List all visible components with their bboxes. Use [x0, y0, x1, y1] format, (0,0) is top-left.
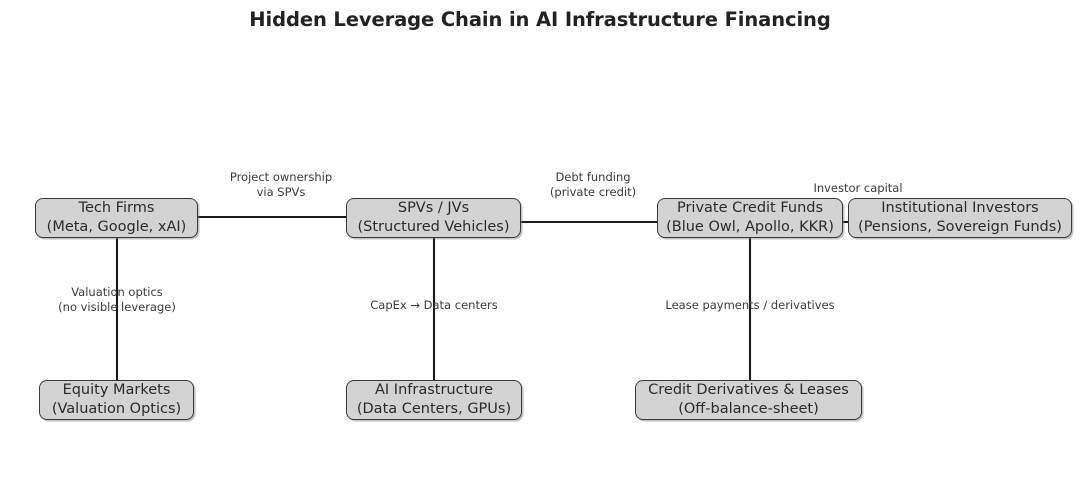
node-label-primary: Equity Markets — [62, 382, 171, 398]
edge-label-line2: (private credit) — [549, 184, 637, 199]
edge-label-spv-to-ai-infra: CapEx → Data centers — [370, 298, 498, 313]
node-label-secondary: (Pensions, Sovereign Funds) — [858, 219, 1062, 235]
node-tech-firms[interactable]: Tech Firms (Meta, Google, xAI) — [35, 198, 198, 238]
node-label-primary: SPVs / JVs — [397, 200, 470, 216]
node-label-primary: Tech Firms — [78, 200, 155, 216]
node-private-credit-funds[interactable]: Private Credit Funds (Blue Owl, Apollo, K… — [657, 198, 843, 238]
node-label-secondary: (Off-balance-sheet) — [678, 401, 819, 417]
edge-label-line1: Lease payments / derivatives — [665, 298, 835, 312]
node-label-secondary: (Blue Owl, Apollo, KKR) — [666, 219, 834, 235]
node-label-primary: Credit Derivatives & Leases — [648, 382, 849, 398]
edge-label-line1: Debt funding — [555, 170, 631, 184]
node-equity-markets[interactable]: Equity Markets (Valuation Optics) — [39, 380, 194, 420]
page-title: Hidden Leverage Chain in AI Infrastructu… — [249, 8, 831, 31]
edge-label-line1: Investor capital — [813, 181, 903, 195]
edge-label-line2: (no visible leverage) — [58, 299, 176, 314]
node-credit-derivatives[interactable]: Credit Derivatives & Leases (Off-balance-… — [635, 380, 862, 420]
node-label-primary: AI Infrastructure — [374, 382, 494, 398]
node-label-primary: Private Credit Funds — [676, 200, 824, 216]
node-label-secondary: (Meta, Google, xAI) — [46, 219, 187, 235]
edge-label-line2: via SPVs — [256, 184, 306, 199]
node-label-secondary: (Structured Vehicles) — [357, 219, 510, 235]
edge-label-line1: Valuation optics — [71, 285, 163, 299]
edge-label-tech-to-equity: Valuation optics(no visible leverage) — [58, 285, 176, 314]
node-label-primary: Institutional Investors — [881, 200, 1039, 216]
node-institutional-investors[interactable]: Institutional Investors (Pensions, Sovere… — [848, 198, 1072, 238]
edge-label-line1: CapEx → Data centers — [370, 298, 498, 312]
edge-label-spv-to-private-credit: Debt funding(private credit) — [550, 170, 636, 199]
edge-label-private-credit-to-investors: Investor capital — [813, 181, 902, 196]
edge-label-line1: Project ownership — [229, 170, 333, 184]
node-ai-infrastructure[interactable]: AI Infrastructure (Data Centers, GPUs) — [346, 380, 522, 420]
node-spvs-jvs[interactable]: SPVs / JVs (Structured Vehicles) — [346, 198, 521, 238]
edge-label-private-credit-to-derivatives: Lease payments / derivatives — [665, 298, 834, 313]
node-label-secondary: (Valuation Optics) — [51, 401, 182, 417]
node-label-secondary: (Data Centers, GPUs) — [356, 401, 512, 417]
